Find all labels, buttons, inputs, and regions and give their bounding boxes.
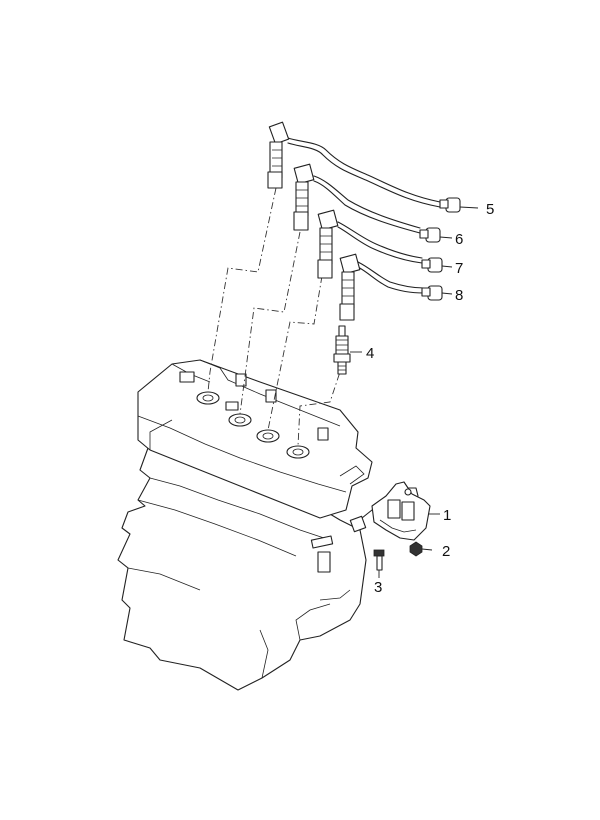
cylinder-head <box>137 359 373 519</box>
callout-6: 6 <box>455 231 463 248</box>
spark-plug <box>333 325 351 375</box>
callout-1: 1 <box>443 507 451 524</box>
ignition-coil <box>349 481 431 541</box>
callout-7: 7 <box>455 260 463 277</box>
cable-8 <box>339 253 443 321</box>
leader-lines <box>350 206 479 578</box>
nut <box>409 541 423 557</box>
callout-5: 5 <box>486 201 494 218</box>
callout-2: 2 <box>442 543 450 560</box>
callout-8: 8 <box>455 287 463 304</box>
callout-4: 4 <box>366 345 374 362</box>
cable-6 <box>293 163 441 243</box>
assembly-guide-lines <box>207 187 345 447</box>
callout-labels: 5 6 7 8 4 1 2 3 <box>366 201 494 596</box>
bolt <box>373 549 385 571</box>
cable-5 <box>267 121 461 213</box>
callout-3: 3 <box>374 579 382 596</box>
cable-7 <box>317 209 443 279</box>
